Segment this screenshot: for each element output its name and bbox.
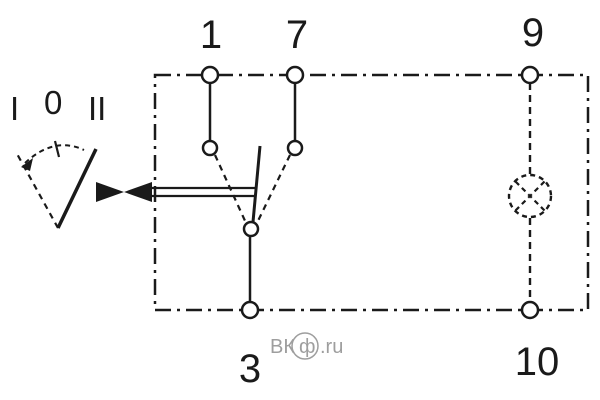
coupling-bowtie-right-icon — [124, 182, 152, 202]
watermark-circle-icon — [291, 332, 319, 360]
actuator-lever-line — [56, 148, 98, 229]
contact-7-circle — [286, 139, 304, 157]
terminal-3-circle — [240, 300, 260, 320]
terminal-7-circle — [285, 65, 305, 85]
coupling-bowtie-left-icon — [96, 182, 124, 202]
switch-position-2-dashed-line — [256, 154, 291, 224]
terminal-10-circle — [520, 300, 540, 320]
terminal-7-label: 7 — [286, 13, 308, 57]
watermark-text-center: ф — [299, 336, 315, 358]
actuator-travel-arrow-icon — [21, 158, 33, 171]
actuator-alt-position-dashed-line — [15, 151, 59, 229]
contact-1-circle — [201, 139, 219, 157]
lamp-icon — [507, 173, 553, 219]
position-i-label: I — [10, 90, 19, 127]
position-0-label: 0 — [44, 84, 62, 121]
terminal-10-label: 10 — [515, 340, 560, 384]
watermark-text-right: .ru — [320, 336, 343, 358]
lamp-cross-line-2 — [514, 180, 546, 212]
watermark-text-left: ВК — [270, 336, 295, 358]
terminal-1-circle — [200, 65, 220, 85]
actuator-travel-arc — [24, 144, 85, 164]
terminal-1-label: 1 — [200, 13, 222, 57]
lamp-circle — [507, 173, 553, 219]
contact-pivot-circle — [242, 220, 260, 238]
switch-body-outline — [153, 73, 590, 312]
switch-lever-line — [251, 145, 262, 223]
terminal-3-label: 3 — [239, 347, 261, 391]
watermark: ВК ф .ru — [270, 332, 343, 360]
actuator-zero-tick — [53, 140, 61, 158]
terminal-9-label: 9 — [522, 11, 544, 55]
position-ii-label: II — [88, 90, 106, 127]
terminal-9-circle — [520, 65, 540, 85]
